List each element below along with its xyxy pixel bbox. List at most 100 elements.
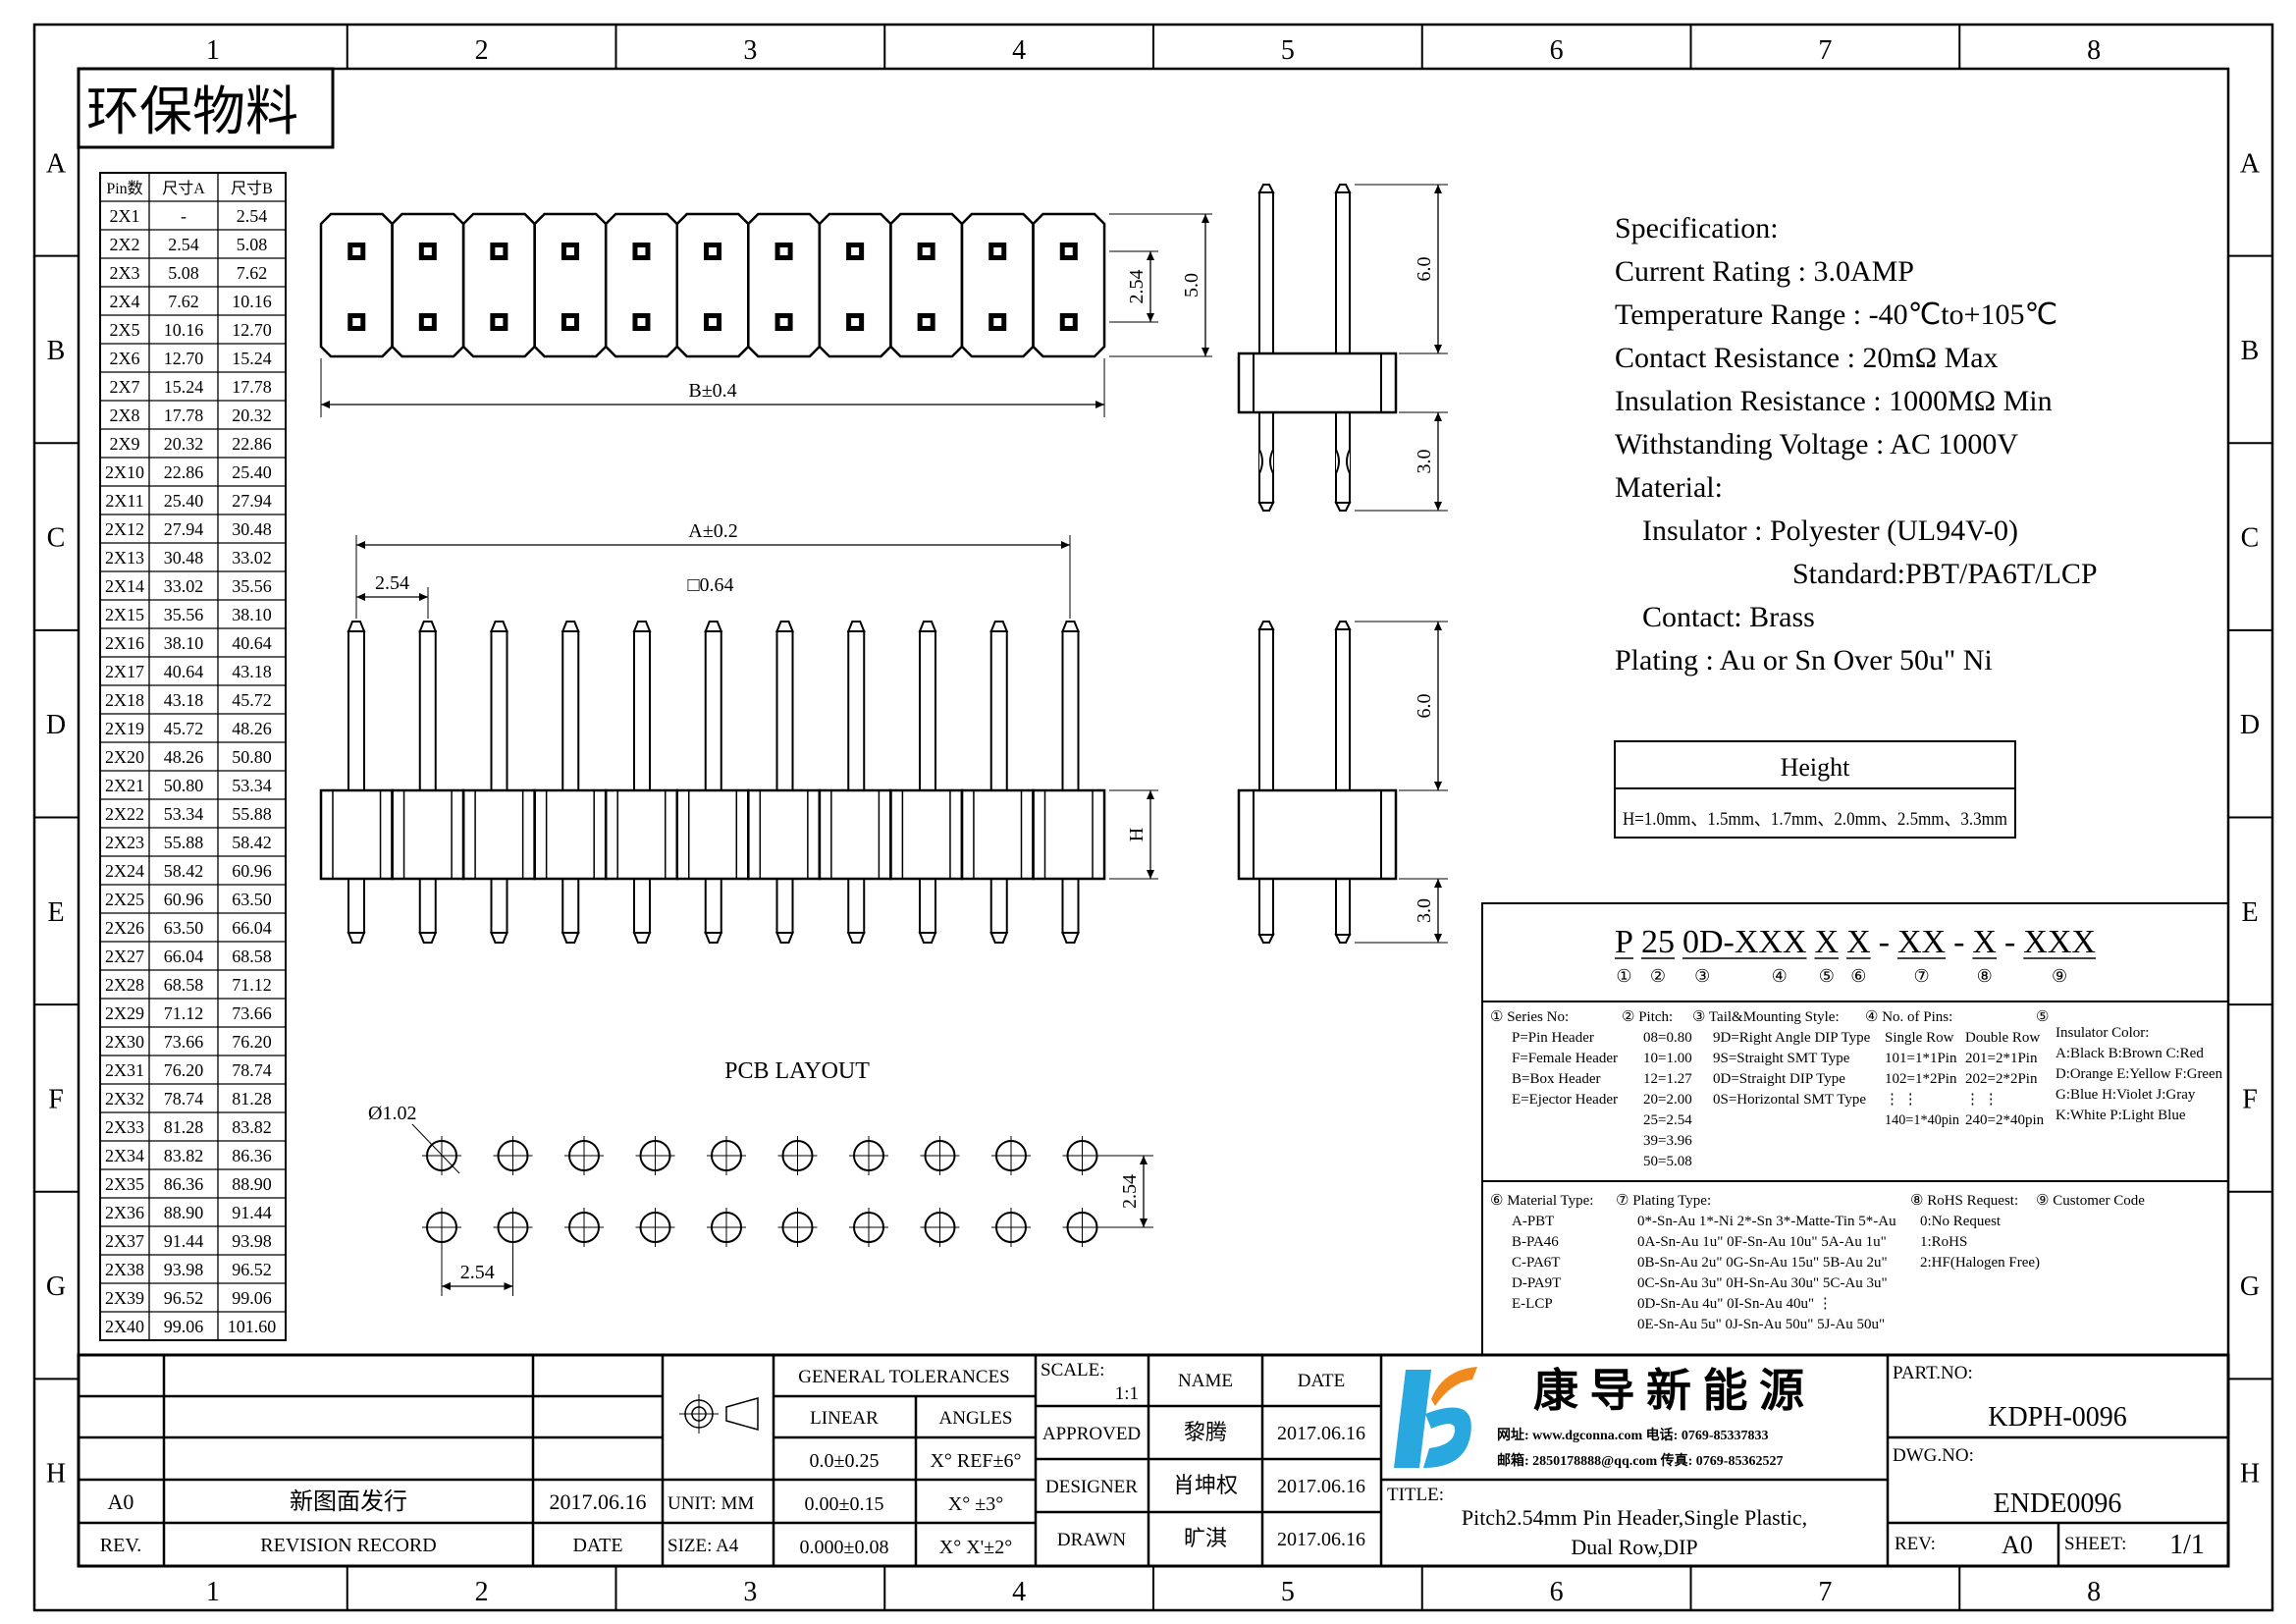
dimension-arrow <box>1201 214 1209 223</box>
table-cell: 2X37 <box>105 1231 144 1251</box>
legend-series-item: E=Ejector Header <box>1512 1092 1618 1108</box>
table-cell: 83.82 <box>232 1117 272 1137</box>
table-cell: 76.20 <box>164 1060 204 1080</box>
pin-square-inner <box>637 318 646 326</box>
table-cell: 2X15 <box>105 605 144 624</box>
pin-tip <box>989 621 1009 632</box>
table-cell: 2X31 <box>105 1060 144 1080</box>
header-segment-top-view <box>533 212 608 358</box>
pin-side <box>1258 191 1274 354</box>
pin-tip <box>918 932 937 944</box>
pin-square-inner <box>352 247 361 255</box>
header-segment-top-view <box>391 212 465 358</box>
table-cell: 2X10 <box>105 462 144 482</box>
dimension-arrow <box>1434 345 1442 353</box>
pin-front-tail <box>347 878 365 934</box>
row-marker-right: B <box>2241 336 2260 366</box>
pin-square-inner <box>423 318 432 326</box>
pin-tip <box>1334 621 1352 630</box>
table-cell: 2X34 <box>105 1146 144 1165</box>
table-cell: 93.98 <box>164 1260 204 1279</box>
pin-front-tail <box>490 878 508 934</box>
table-cell: 20.32 <box>164 434 204 454</box>
eco-material-badge <box>77 67 335 149</box>
table-cell: 30.48 <box>232 519 272 539</box>
table-cell: 2X3 <box>110 263 140 283</box>
legend-rohs-item: 1:RoHS <box>1920 1234 1967 1250</box>
dimension-arrow <box>1434 782 1442 790</box>
pin-square-inner <box>779 318 788 326</box>
legend-color-item: G:Blue H:Violet J:Gray <box>2056 1087 2196 1103</box>
table-cell: 27.94 <box>164 519 204 539</box>
table-cell: 2X2 <box>110 235 140 254</box>
angles-header: ANGLES <box>939 1408 1013 1429</box>
table-cell: 7.62 <box>237 263 268 283</box>
table-cell: 17.78 <box>232 377 272 397</box>
table-cell: 2X38 <box>105 1260 144 1279</box>
linear-tolerance: 0.000±0.08 <box>800 1537 889 1558</box>
pin-front-tail <box>919 878 936 934</box>
spec-line: Withstanding Voltage : AC 1000V <box>1615 428 2018 460</box>
segment-inner-outline <box>1043 789 1094 880</box>
table-cell: 53.34 <box>232 776 272 795</box>
pin-front <box>561 630 580 791</box>
general-tolerances-title: GENERAL TOLERANCES <box>798 1367 1010 1387</box>
table-cell: 60.96 <box>164 890 204 909</box>
legend-rohs-item: 2:HF(Halogen Free) <box>1920 1255 2040 1271</box>
pin-front-tail <box>633 878 651 934</box>
row-marker-right: E <box>2241 897 2258 928</box>
pin-square-inner <box>495 318 504 326</box>
signoff-date: 2017.06.16 <box>1277 1476 1365 1497</box>
date-header: DATE <box>572 1535 622 1556</box>
pin-tip <box>989 932 1009 944</box>
pin-front-tail <box>561 878 580 934</box>
table-header: Pin数 <box>106 180 142 197</box>
legend-color-item: D:Orange E:Yellow F:Green <box>2056 1066 2222 1082</box>
legend-series-item: F=Female Header <box>1512 1051 1618 1066</box>
pin-tip <box>418 932 438 944</box>
table-cell: 55.88 <box>164 833 204 852</box>
table-cell: 2X17 <box>105 662 144 681</box>
signoff-name: 肖坤权 <box>1173 1473 1238 1497</box>
signoff-role: DESIGNER <box>1045 1477 1138 1497</box>
pin-tip <box>1334 934 1352 944</box>
legend-pins-double: Double Row <box>1965 1030 2040 1046</box>
side-view-bottom-dim-lower-label: 3.0 <box>1414 898 1435 923</box>
table-cell: 33.02 <box>164 576 204 596</box>
pin-tip <box>632 621 652 632</box>
table-cell: 2X26 <box>105 918 144 938</box>
legend-pins-single: 101=1*1Pin <box>1885 1051 1957 1066</box>
revision-date: 2017.06.16 <box>550 1489 647 1514</box>
table-cell: 15.24 <box>164 377 204 397</box>
table-cell: 2X25 <box>105 890 144 909</box>
signoff-date: 2017.06.16 <box>1277 1423 1365 1444</box>
pin-tip <box>918 621 937 632</box>
part-code-segment: X <box>1846 924 1871 960</box>
legend-plating-item: 0*-Sn-Au 1*-Ni 2*-Sn 3*-Matte-Tin 5*-Au <box>1637 1214 1896 1229</box>
table-cell: 48.26 <box>232 719 272 738</box>
dimension-table <box>99 172 287 1341</box>
legend-tail-title: ③ Tail&Mounting Style: <box>1692 1009 1840 1025</box>
sheet-label: SHEET: <box>2064 1534 2126 1554</box>
header-segment-top-view <box>461 212 536 358</box>
table-cell: 22.86 <box>232 434 272 454</box>
pin-tip <box>846 621 866 632</box>
legend-material-item: D-PA9T <box>1512 1275 1561 1291</box>
linear-header: LINEAR <box>810 1408 879 1429</box>
segment-inner-outline <box>759 789 809 880</box>
table-cell: 86.36 <box>164 1174 204 1194</box>
pin-tip <box>1257 184 1275 193</box>
height-values: H=1.0mm、1.5mm、1.7mm、2.0mm、2.5mm、3.3mm <box>1623 809 2007 830</box>
pin-tip <box>418 621 438 632</box>
height-title: Height <box>1781 753 1851 782</box>
header-segment-front-view <box>818 788 892 881</box>
column-marker-top: 4 <box>1012 35 1026 66</box>
part-code-segment: P <box>1615 924 1633 960</box>
row-marker-left: F <box>48 1084 64 1114</box>
side-view-top <box>1237 352 1398 414</box>
angle-tolerance: X° ±3° <box>948 1493 1003 1515</box>
table-cell: 17.78 <box>164 406 204 425</box>
dimension-arrow <box>419 593 428 601</box>
segment-inner-outline <box>474 789 524 880</box>
